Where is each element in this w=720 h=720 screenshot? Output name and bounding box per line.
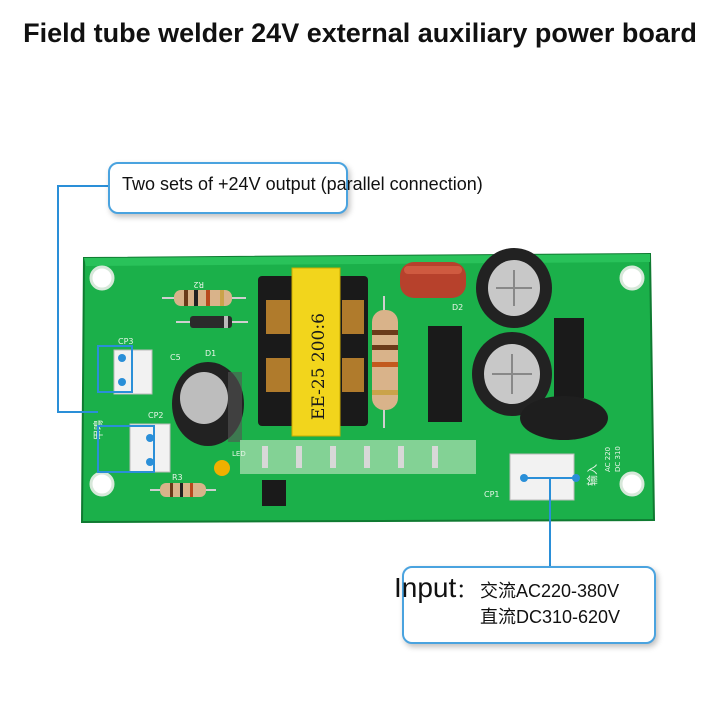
mosfet: [428, 318, 584, 422]
svg-text:CP1: CP1: [484, 490, 500, 499]
svg-text:R2: R2: [193, 280, 204, 289]
varistor: [520, 396, 608, 440]
mounting-hole: [89, 265, 115, 291]
svg-text:DC 310: DC 310: [614, 446, 622, 472]
output-leader-line: [57, 185, 108, 413]
resistor-r3: R3: [150, 473, 216, 497]
output-callout-text: Two sets of +24V output (parallel connec…: [122, 174, 483, 194]
svg-text:D1: D1: [205, 349, 216, 358]
led: LED: [214, 450, 246, 476]
capacitor-bottom-right: [472, 332, 552, 416]
svg-text:CP2: CP2: [148, 411, 164, 420]
svg-text:C5: C5: [170, 353, 181, 362]
diode-d1: D1: [176, 316, 248, 358]
header-strip: [240, 440, 476, 506]
svg-text:AC 220: AC 220: [604, 447, 612, 472]
mounting-hole: [89, 471, 115, 497]
svg-text:D2: D2: [452, 303, 463, 312]
svg-text:R3: R3: [172, 473, 183, 482]
capacitor-top-right: [476, 248, 552, 328]
svg-text:LED: LED: [232, 450, 246, 458]
transformer-label: EE-25 200:6: [309, 313, 329, 420]
input-ac-text: 交流AC220-380V: [480, 581, 620, 601]
capacitor-c5: C5: [170, 353, 244, 446]
output-callout: [108, 162, 348, 214]
highlight-cp3: [97, 345, 133, 393]
svg-text:输入: 输入: [585, 464, 599, 486]
mounting-hole: [619, 471, 645, 497]
input-callout: [402, 566, 656, 644]
input-dc-text: 直流DC310-620V: [480, 607, 621, 627]
page-title: Field tube welder 24V external auxiliary…: [23, 18, 697, 48]
svg-text:CP3: CP3: [118, 337, 134, 346]
highlight-cp2: [97, 425, 155, 473]
resistor-r2: R2: [162, 280, 246, 306]
resistor-big: [372, 296, 398, 428]
film-capacitor: [400, 262, 466, 298]
transformer: EE-25 200:6: [258, 267, 368, 437]
mounting-hole: [619, 265, 645, 291]
input-callout-label: Input：: [394, 572, 477, 603]
